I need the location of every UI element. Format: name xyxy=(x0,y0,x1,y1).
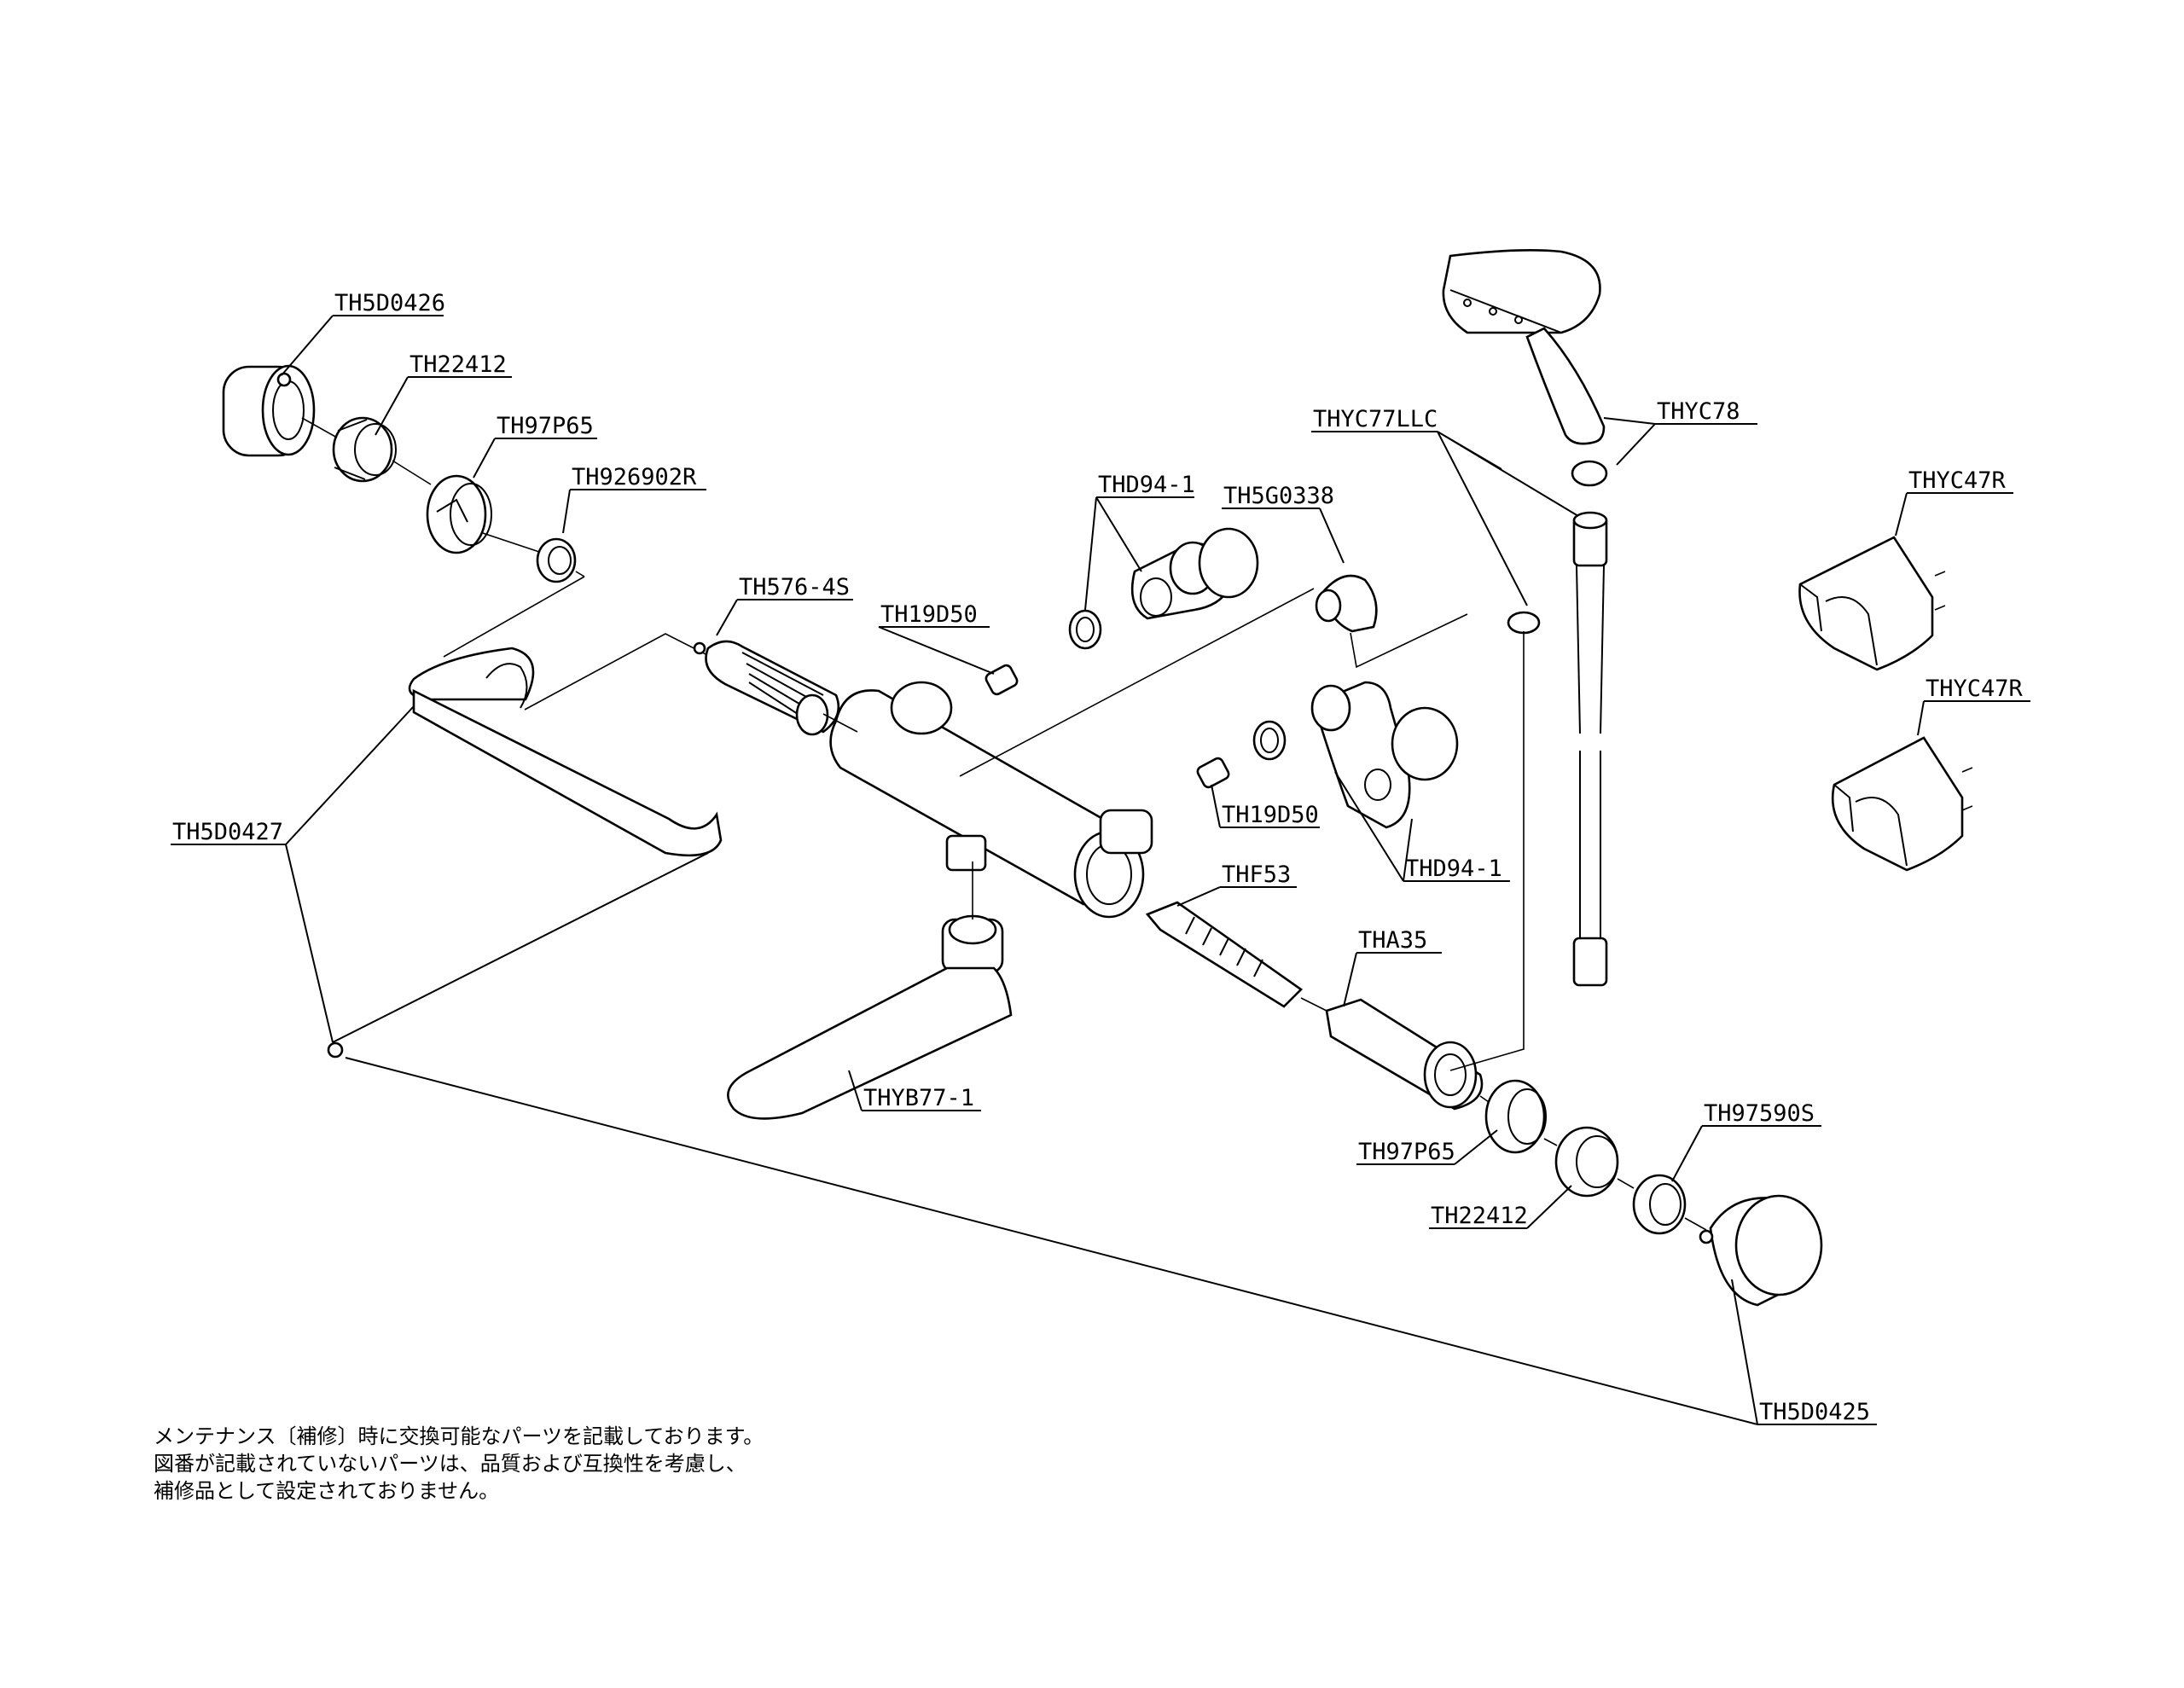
part-screw xyxy=(327,1041,344,1059)
axis-main-body xyxy=(822,588,1315,777)
part-right-handle xyxy=(1699,1194,1823,1307)
part-hose-gasket xyxy=(1507,611,1541,635)
maintenance-note: メンテナンス〔補修〕時に交換可能なパーツを記載しております。 図番が記載されてい… xyxy=(154,1424,764,1503)
part-hose-elbow xyxy=(1315,574,1378,633)
label-THYC47R-1: THYC47R xyxy=(1908,467,2007,494)
part-shower-holder-2 xyxy=(1831,736,1973,872)
part-right-small-ring xyxy=(1632,1174,1687,1235)
label-TH97P65-top: TH97P65 xyxy=(497,413,594,439)
note-line-1: メンテナンス〔補修〕時に交換可能なパーツを記載しております。 xyxy=(154,1424,764,1448)
label-THA35: THA35 xyxy=(1358,927,1427,954)
part-wall-bracket xyxy=(408,647,723,857)
note-line-2: 図番が記載されていないパーツは、品質および互換性を考慮し、 xyxy=(154,1452,746,1476)
elbow-offset-line xyxy=(1350,613,1468,669)
label-TH97P65-bottom: TH97P65 xyxy=(1358,1139,1455,1165)
part-hose xyxy=(1572,511,1608,987)
label-TH926902R: TH926902R xyxy=(572,464,697,490)
label-THYC47R-2: THYC47R xyxy=(1926,676,2024,702)
part-left-clip-ring xyxy=(426,474,492,554)
label-TH97590S: TH97590S xyxy=(1704,1100,1815,1127)
label-TH19D50-top: TH19D50 xyxy=(880,601,978,628)
label-THYB77-1: THYB77-1 xyxy=(863,1085,974,1111)
label-THYC78: THYC78 xyxy=(1657,398,1740,425)
part-main-body xyxy=(829,681,1153,919)
part-right-threaded-ring xyxy=(1554,1126,1619,1198)
part-shower-gasket xyxy=(1571,460,1608,487)
label-THF53: THF53 xyxy=(1222,861,1291,888)
part-thermo-element xyxy=(1145,901,1304,1008)
part-cartridge xyxy=(693,640,840,736)
label-TH5D0426: TH5D0426 xyxy=(334,290,445,316)
part-lower-elbow-gasket xyxy=(1252,720,1287,761)
part-left-threaded-ring xyxy=(332,416,397,483)
label-TH22412-bottom: TH22412 xyxy=(1431,1203,1528,1229)
leader-lines xyxy=(171,315,2030,1425)
label-TH22412-top: TH22412 xyxy=(410,351,507,378)
hose-connection-line xyxy=(1449,631,1525,1071)
part-upper-check-valve xyxy=(985,664,1019,696)
label-TH5D0427: TH5D0427 xyxy=(172,819,283,845)
label-TH19D50-bottom: TH19D50 xyxy=(1222,802,1319,828)
part-shower-holder-1 xyxy=(1798,536,1946,671)
part-lower-elbow xyxy=(1310,681,1459,829)
part-upper-elbow-gasket xyxy=(1068,609,1102,650)
part-temperature-adjuster xyxy=(1325,998,1484,1111)
part-right-clip-ring xyxy=(1484,1079,1547,1154)
label-THD94-1-bottom: THD94-1 xyxy=(1405,856,1502,882)
label-TH5G0338: TH5G0338 xyxy=(1223,483,1334,509)
axis-right-assembly xyxy=(1300,997,1707,1231)
part-lower-check-valve xyxy=(1196,757,1230,789)
part-spout xyxy=(727,914,1013,1120)
label-THD94-1-top: THD94-1 xyxy=(1098,472,1195,498)
part-left-handle-cap xyxy=(222,364,316,457)
part-left-small-ring xyxy=(536,537,577,583)
label-THYC77LLC: THYC77LLC xyxy=(1313,406,1438,432)
note-line-3: 補修品として設定されておりません。 xyxy=(154,1479,499,1503)
label-TH5D0425: TH5D0425 xyxy=(1759,1399,1870,1425)
axis-left-assembly xyxy=(301,417,585,577)
label-TH576-4S: TH576-4S xyxy=(739,574,850,600)
part-shower-head xyxy=(1442,249,1606,445)
part-upper-elbow xyxy=(1130,527,1259,620)
